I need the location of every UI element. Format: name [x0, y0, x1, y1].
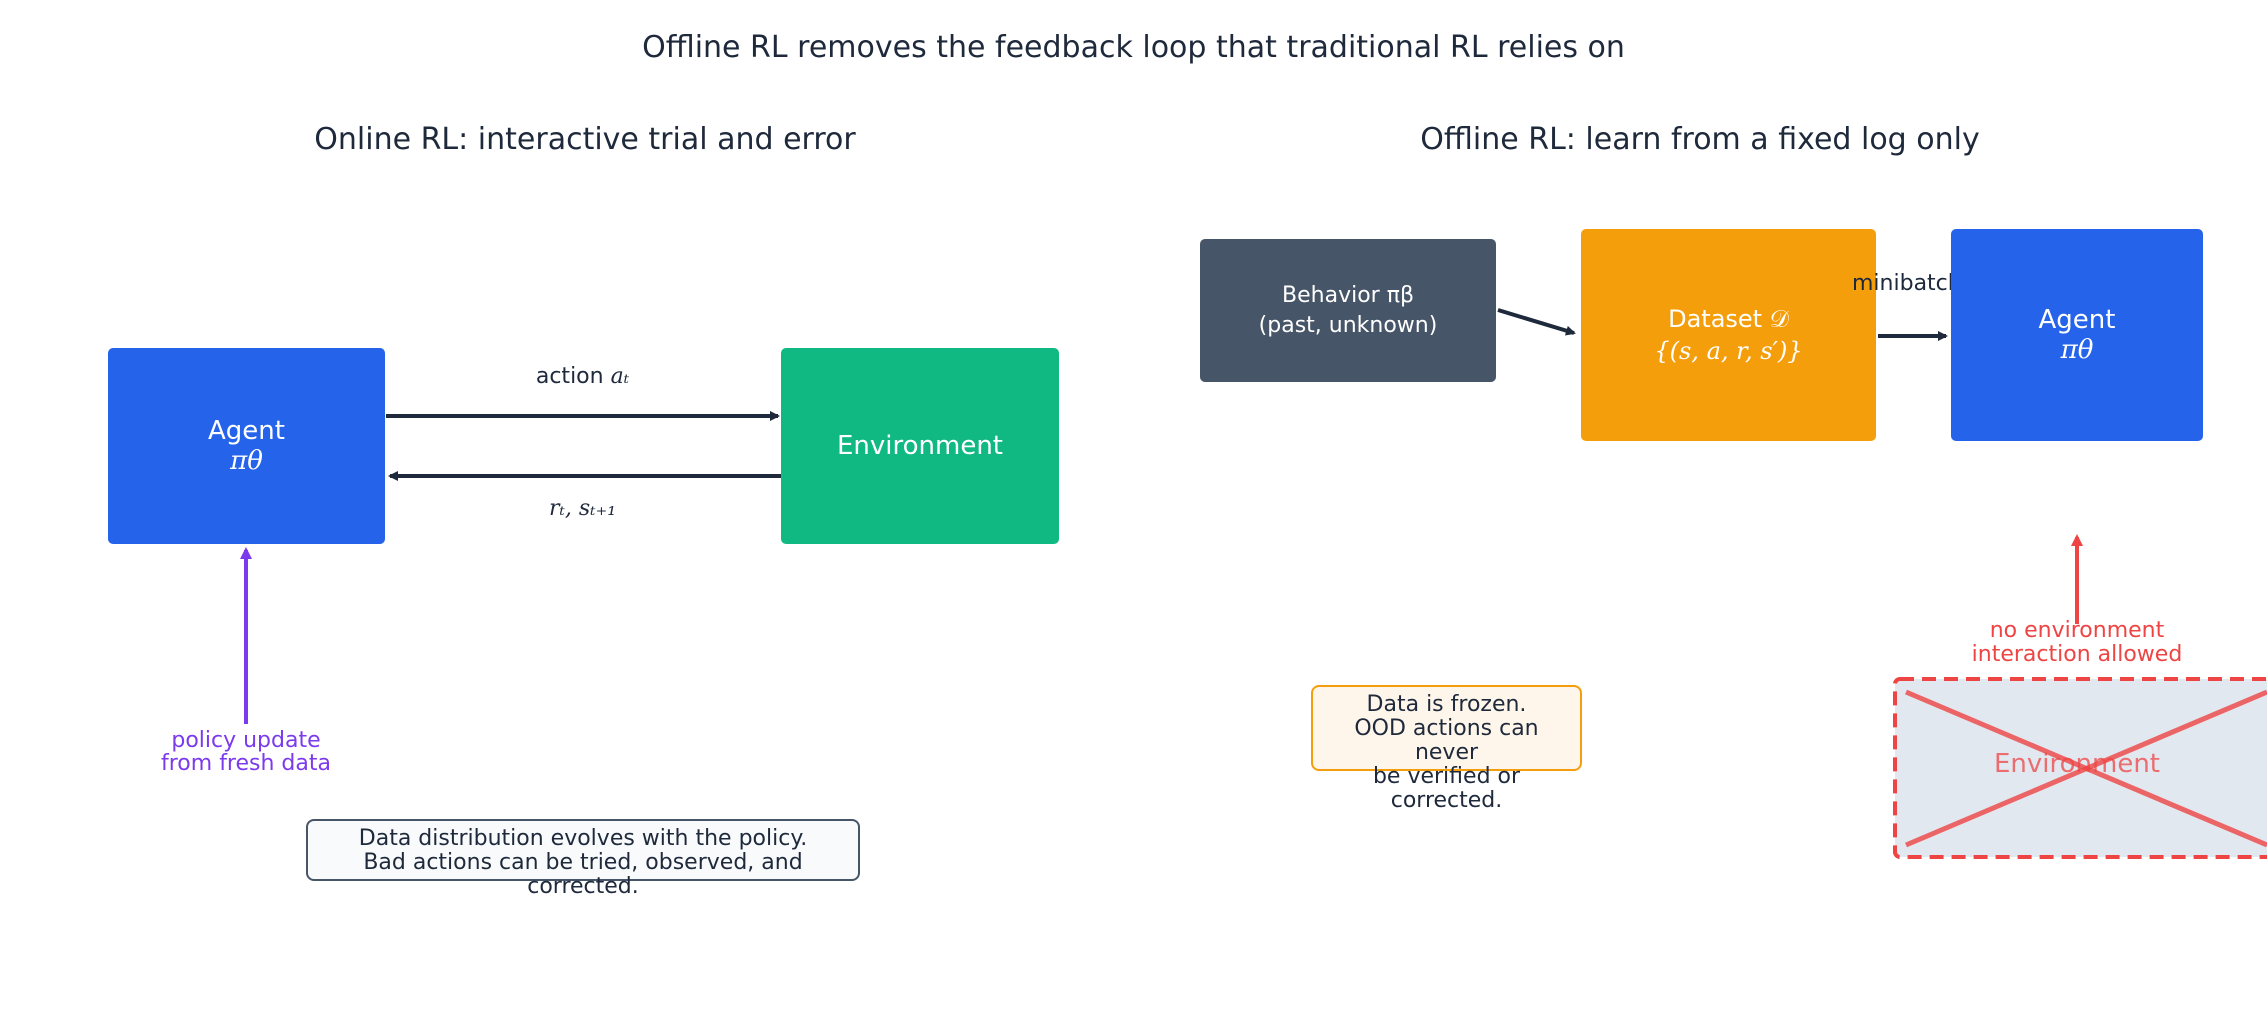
- offline-subtitle: Offline RL: learn from a fixed log only: [1420, 122, 1980, 157]
- behavior-line2: (past, unknown): [1258, 312, 1438, 338]
- blocked-line1: no environment: [1989, 618, 2165, 643]
- online-agent-label: Agent: [208, 416, 285, 446]
- online-environment-label: Environment: [836, 431, 1004, 461]
- offline-note: Data is frozen. OOD actions can never be…: [1311, 685, 1582, 813]
- offline-note-line3: be verified or corrected.: [1372, 764, 1521, 813]
- online-agent-policy: πθ: [230, 446, 263, 476]
- crossed-environment-label: Environment: [1993, 749, 2161, 779]
- blocked-line2: interaction allowed: [1971, 642, 2183, 667]
- online-environment-box: Environment: [781, 348, 1059, 544]
- action-label-math: aₜ: [610, 364, 630, 389]
- behavior-policy-box: Behavior πβ (past, unknown): [1200, 239, 1496, 382]
- online-subtitle: Online RL: interactive trial and error: [314, 122, 856, 157]
- behavior-to-dataset-arrow: [1497, 308, 1576, 336]
- offline-agent-policy: πθ: [2060, 335, 2094, 365]
- offline-agent-box: Agent πθ: [1951, 229, 2203, 441]
- cross-line-2: [1905, 689, 2267, 848]
- online-note: Data distribution evolves with the polic…: [306, 819, 860, 899]
- feedback-label: rₜ, sₜ₊₁: [548, 496, 617, 521]
- online-note-line2: Bad actions can be tried, observed, and …: [363, 850, 803, 899]
- policy-update-label: policy update from fresh data: [126, 729, 366, 775]
- action-label-text: action: [535, 364, 611, 389]
- dataset-line1: Dataset 𝒟: [1668, 305, 1789, 333]
- offline-agent-label: Agent: [2038, 305, 2116, 335]
- online-note-line1: Data distribution evolves with the polic…: [358, 826, 808, 851]
- dataset-line2: {(s, a, r, s′)}: [1654, 337, 1803, 365]
- blocked-interaction-label: no environment interaction allowed: [1942, 619, 2212, 667]
- policy-update-line2: from fresh data: [161, 751, 331, 776]
- offline-note-line1: Data is frozen.: [1366, 692, 1527, 717]
- online-agent-box: Agent πθ: [108, 348, 385, 544]
- action-label: action aₜ: [440, 364, 725, 389]
- offline-note-line2: OOD actions can never: [1354, 716, 1539, 765]
- behavior-line1: Behavior πβ: [1282, 282, 1414, 308]
- figure-title: Offline RL removes the feedback loop tha…: [642, 30, 1625, 65]
- dataset-box: Dataset 𝒟 {(s, a, r, s′)}: [1581, 229, 1876, 441]
- policy-update-line1: policy update: [171, 728, 321, 753]
